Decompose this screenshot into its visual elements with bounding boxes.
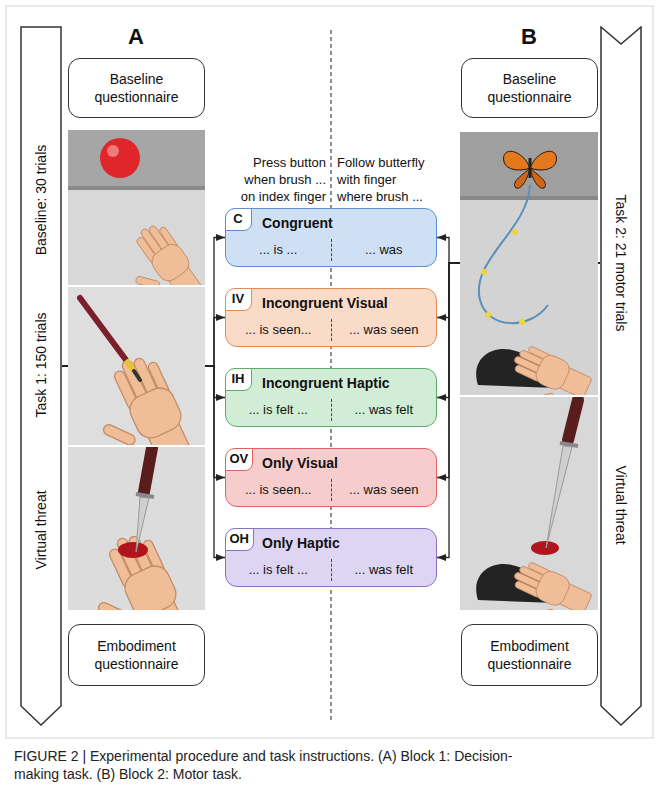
condition-box: Incongruent Haptic ... is felt ...... was… <box>225 368 437 427</box>
band-label: Virtual threat <box>33 490 49 569</box>
questionnaire-label: Embodiment questionnaire <box>470 637 589 673</box>
condition-code-box: C <box>225 208 252 231</box>
condition-instruction: ... was felt <box>331 399 437 421</box>
condition-row: ... is ...... was <box>226 239 436 261</box>
procedure-band: Task 2: 21 motor trialsVirtual threat <box>600 26 642 726</box>
band-label: Virtual threat <box>613 465 629 544</box>
brush-scene <box>68 287 205 445</box>
band-label: Baseline: 30 trials <box>33 145 49 256</box>
questionnaire-label: Baseline questionnaire <box>470 70 589 106</box>
condition-title: Congruent <box>226 209 436 235</box>
knife-scene <box>68 447 205 610</box>
band-label: Task 2: 21 motor trials <box>613 195 629 332</box>
condition-row: ... is felt ...... was felt <box>226 559 436 581</box>
condition-instruction: ... is seen... <box>226 319 331 341</box>
condition-title: Incongruent Visual <box>226 289 436 315</box>
condition-code: IV <box>232 291 244 307</box>
condition-code: IH <box>232 371 245 387</box>
panel-letter: B <box>509 28 549 45</box>
condition-box: Incongruent Visual ... is seen...... was … <box>225 288 437 347</box>
condition-code: OH <box>230 531 250 547</box>
instruction-header: Press button when brush ... on index fin… <box>230 154 326 205</box>
questionnaire-box: Baseline questionnaire <box>461 58 598 118</box>
figure-frame <box>6 6 653 738</box>
questionnaire-label: Embodiment questionnaire <box>77 637 196 673</box>
condition-code-box: IH <box>225 368 252 391</box>
condition-row: ... is seen...... was seen <box>226 479 436 501</box>
ball-scene <box>68 130 205 285</box>
condition-code: C <box>233 211 242 227</box>
condition-instruction: ... was seen <box>331 479 437 501</box>
questionnaire-label: Baseline questionnaire <box>77 70 196 106</box>
condition-instruction: ... is felt ... <box>226 559 331 581</box>
condition-box: Only Haptic ... is felt ...... was felt OH <box>225 528 437 587</box>
condition-box: Only Visual ... is seen...... was seen OV <box>225 448 437 507</box>
panel-letter: A <box>116 28 156 45</box>
band-outline <box>600 26 642 726</box>
condition-code-box: OV <box>225 448 254 471</box>
condition-row: ... is seen...... was seen <box>226 319 436 341</box>
questionnaire-box: Embodiment questionnaire <box>461 624 598 686</box>
condition-title: Only Haptic <box>226 529 436 555</box>
band-shape <box>601 27 641 725</box>
condition-instruction: ... is ... <box>226 239 331 261</box>
condition-code-box: OH <box>225 528 255 551</box>
condition-box: Congruent ... is ...... was C <box>225 208 437 267</box>
condition-instruction: ... was seen <box>331 319 437 341</box>
procedure-band: Baseline: 30 trialsTask 1: 150 trialsVir… <box>20 26 62 726</box>
condition-code: OV <box>230 451 249 467</box>
controller-knife-scene <box>460 397 598 610</box>
figure-caption: FIGURE 2 | Experimental procedure and ta… <box>14 747 534 783</box>
condition-instruction: ... was felt <box>331 559 437 581</box>
band-shape <box>21 27 61 725</box>
instruction-header: Follow butterfly with finger where brush… <box>337 154 433 205</box>
condition-code-box: IV <box>225 288 252 311</box>
band-label: Task 1: 150 trials <box>33 312 49 417</box>
condition-title: Only Visual <box>226 449 436 475</box>
condition-title: Incongruent Haptic <box>226 369 436 395</box>
condition-row: ... is felt ...... was felt <box>226 399 436 421</box>
questionnaire-box: Embodiment questionnaire <box>68 624 205 686</box>
condition-instruction: ... is seen... <box>226 479 331 501</box>
questionnaire-box: Baseline questionnaire <box>68 58 205 118</box>
butterfly-scene <box>460 132 598 395</box>
condition-instruction: ... was <box>331 239 437 261</box>
condition-instruction: ... is felt ... <box>226 399 331 421</box>
